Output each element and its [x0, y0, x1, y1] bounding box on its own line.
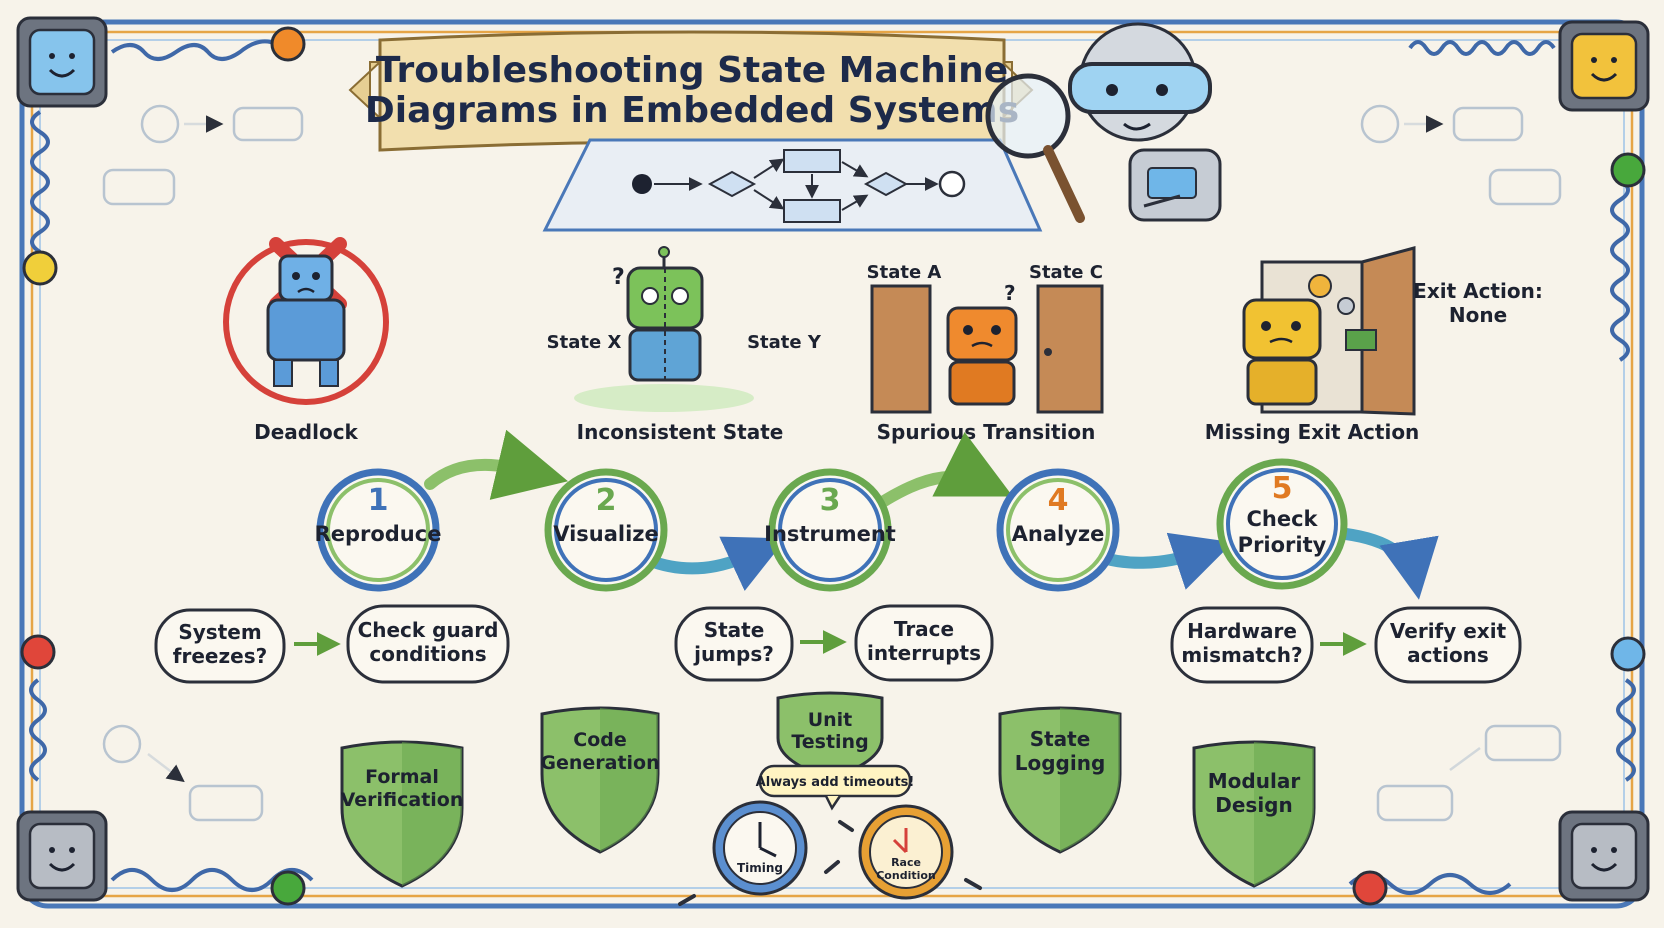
led-blue-icon — [1610, 636, 1646, 672]
deadlock-illustration — [223, 237, 389, 405]
flow-arrow-2-3 — [642, 536, 787, 591]
symptom-pair-2: State jumps? Trace interrupts — [674, 604, 994, 682]
shield-label: Modular — [1208, 769, 1301, 793]
shield-state-logging: State Logging — [998, 706, 1122, 854]
shield-formal-verification: Formal Verification — [340, 740, 464, 888]
action-text: conditions — [369, 642, 486, 666]
spurious-transition-illustration: ? — [870, 281, 1104, 414]
page-title-line1: Troubleshooting State Machine — [376, 50, 1008, 91]
race-condition-clock-icon — [838, 804, 982, 900]
symptom-text: freezes? — [173, 644, 267, 668]
exit-action-note-line1: Exit Action: — [1413, 279, 1543, 303]
step-5: 5 Check Priority — [1216, 458, 1348, 590]
action-text: interrupts — [867, 641, 981, 665]
led-green-icon — [1610, 152, 1646, 188]
chip-icon-bottom-left — [16, 810, 108, 902]
shield-label: Code — [573, 729, 626, 751]
exit-action-note-line2: None — [1449, 303, 1507, 327]
step-number: 3 — [820, 483, 841, 518]
missing-exit-action-illustration — [1242, 246, 1416, 416]
step-label: Analyze — [1012, 522, 1105, 546]
step-label: Reproduce — [315, 522, 442, 546]
timing-clock-icon — [678, 800, 840, 906]
shield-label: Generation — [540, 752, 659, 774]
state-a-label: State A — [867, 262, 942, 283]
background-sketches — [102, 104, 1562, 822]
action-text: actions — [1407, 643, 1489, 667]
shield-label: Design — [1215, 793, 1292, 817]
led-red-icon — [1352, 870, 1388, 906]
shield-label: Verification — [341, 789, 464, 811]
symptom-text: mismatch? — [1181, 643, 1302, 667]
state-y-label: State Y — [747, 332, 822, 353]
led-icons — [20, 26, 1646, 906]
chip-icon-top-left — [16, 16, 108, 108]
timeout-tip-text: Always add timeouts! — [756, 775, 915, 790]
flow-arrow-5-out — [1340, 528, 1439, 600]
problem-label-missing-exit-action: Missing Exit Action — [1205, 420, 1420, 444]
wire-right-upper — [1610, 178, 1630, 362]
shield-label: Testing — [791, 731, 868, 753]
problem-label-inconsistent-state: Inconsistent State — [577, 420, 784, 444]
shield-label: State — [1030, 727, 1091, 751]
led-red-icon — [20, 634, 56, 670]
symptom-text: System — [178, 620, 261, 644]
wire-right-lower — [1616, 678, 1636, 782]
symptom-text: Hardware — [1187, 619, 1297, 643]
problem-label-deadlock: Deadlock — [254, 420, 358, 444]
problem-label-spurious-transition: Spurious Transition — [877, 420, 1096, 444]
wire-left-lower — [29, 678, 47, 782]
symptom-text: jumps? — [693, 642, 774, 666]
whiteboard-diagram — [542, 138, 1043, 232]
symptom-pair-1: System freezes? Check guard conditions — [154, 604, 510, 684]
action-text: Verify exit — [1390, 619, 1507, 643]
inconsistent-state-illustration: ? — [574, 246, 754, 412]
state-c-label: State C — [1029, 262, 1103, 283]
wire-top-right — [1408, 40, 1556, 56]
step-label: Visualize — [553, 522, 659, 546]
shield-label: Logging — [1015, 751, 1106, 775]
page-title-line2: Diagrams in Embedded Systems — [365, 90, 1019, 131]
flow-arrows — [424, 429, 1439, 600]
chip-icon-top-right — [1558, 20, 1650, 112]
action-text: Trace — [894, 617, 954, 641]
page-frame — [19, 19, 1645, 909]
shield-code-generation: Code Generation — [540, 706, 660, 854]
symptom-text: State — [704, 618, 765, 642]
step-label-line2: Priority — [1238, 533, 1327, 557]
step-2: 2 Visualize — [544, 468, 668, 592]
race-label-line2: Condition — [876, 869, 936, 882]
timeout-tip-bubble — [758, 764, 912, 811]
race-label-line1: Race — [891, 856, 921, 869]
shield-unit-testing: Unit Testing — [776, 691, 884, 780]
wire-top-left — [110, 39, 277, 61]
symptom-pair-3: Hardware mismatch? Verify exit actions — [1170, 606, 1522, 684]
svg-text:?: ? — [612, 265, 625, 290]
step-number: 5 — [1272, 471, 1293, 506]
step-1: 1 Reproduce — [315, 468, 442, 592]
step-label: Check — [1246, 507, 1318, 531]
timing-label: Timing — [737, 861, 783, 875]
chip-icon-bottom-right — [1558, 810, 1650, 902]
shield-label: Formal — [365, 766, 439, 788]
step-number: 2 — [596, 483, 617, 518]
step-number: 1 — [368, 483, 389, 518]
flow-arrow-3-4 — [864, 432, 1013, 516]
step-label: Instrument — [764, 522, 896, 546]
state-x-label: State X — [547, 332, 622, 353]
inspector-robot-illustration — [985, 22, 1222, 223]
led-green-icon — [270, 870, 306, 906]
shield-modular-design: Modular Design — [1192, 740, 1316, 888]
step-3: 3 Instrument — [764, 468, 896, 592]
step-4: 4 Analyze — [996, 468, 1120, 592]
wire-left-upper — [30, 110, 50, 254]
action-text: Check guard — [358, 618, 499, 642]
svg-text:?: ? — [1004, 281, 1016, 305]
step-number: 4 — [1048, 483, 1069, 518]
shield-label: Unit — [808, 709, 853, 731]
led-orange-icon — [270, 26, 306, 62]
led-yellow-icon — [22, 250, 58, 286]
flow-arrow-1-2 — [424, 429, 569, 500]
